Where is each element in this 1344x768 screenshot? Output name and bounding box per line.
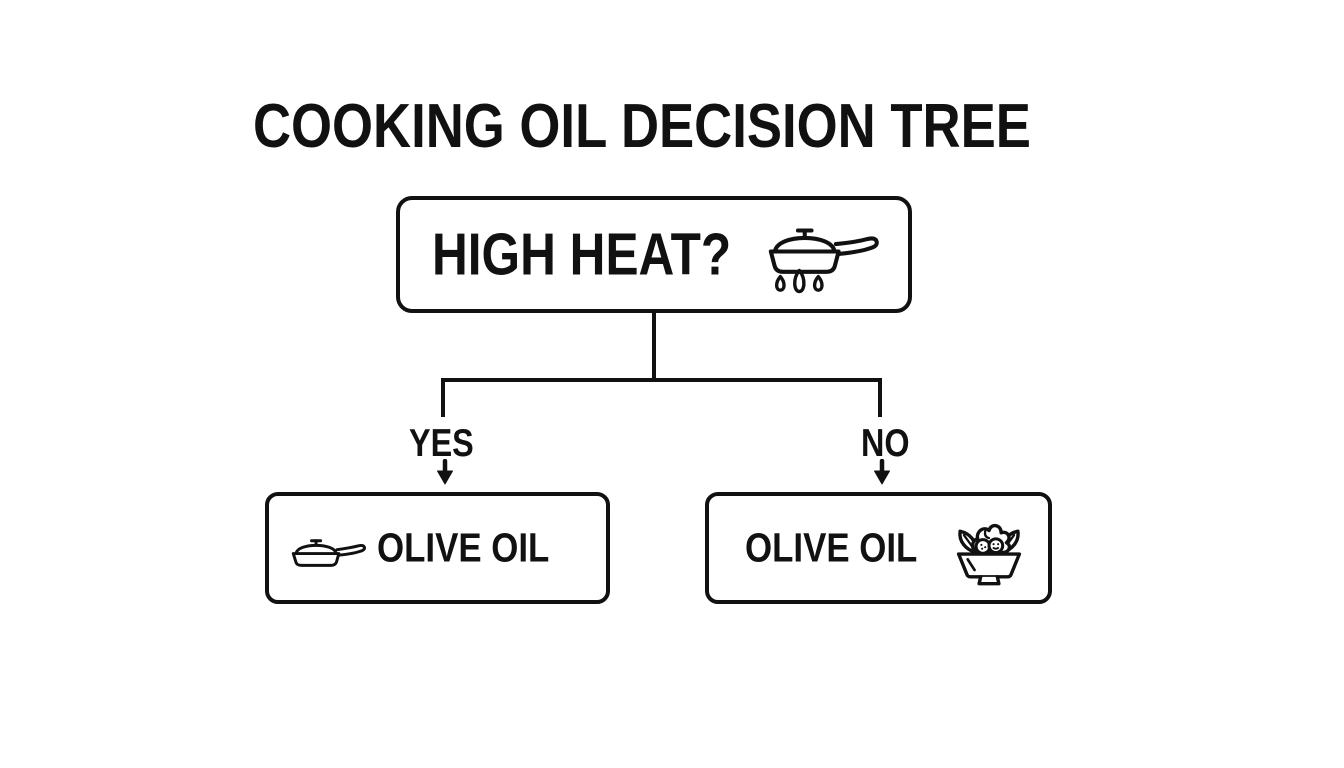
salad-bowl-icon <box>956 523 1022 586</box>
arrow-down-no-icon <box>874 459 890 485</box>
leaf-node-label: OLIVE OIL <box>377 524 550 571</box>
connector-horizontal-line <box>441 378 882 382</box>
frying-pan-over-flames-icon <box>768 228 879 294</box>
connector-yes-stub-line <box>441 378 445 417</box>
connector-no-stub-line <box>878 378 882 417</box>
root-node-high-heat: HIGH HEAT? <box>396 196 912 313</box>
branch-label-yes: YES <box>409 422 474 465</box>
diagram-title: COOKING OIL DECISION TREE <box>253 92 1031 161</box>
arrow-down-yes-icon <box>437 459 453 485</box>
leaf-node-no-olive-oil: OLIVE OIL <box>705 492 1052 604</box>
leaf-node-yes-olive-oil: OLIVE OIL <box>265 492 610 604</box>
branch-label-no: NO <box>861 422 910 465</box>
connector-root-line <box>652 313 656 380</box>
leaf-node-label: OLIVE OIL <box>745 524 918 571</box>
frying-pan-icon <box>291 539 366 567</box>
root-node-label: HIGH HEAT? <box>432 221 732 287</box>
